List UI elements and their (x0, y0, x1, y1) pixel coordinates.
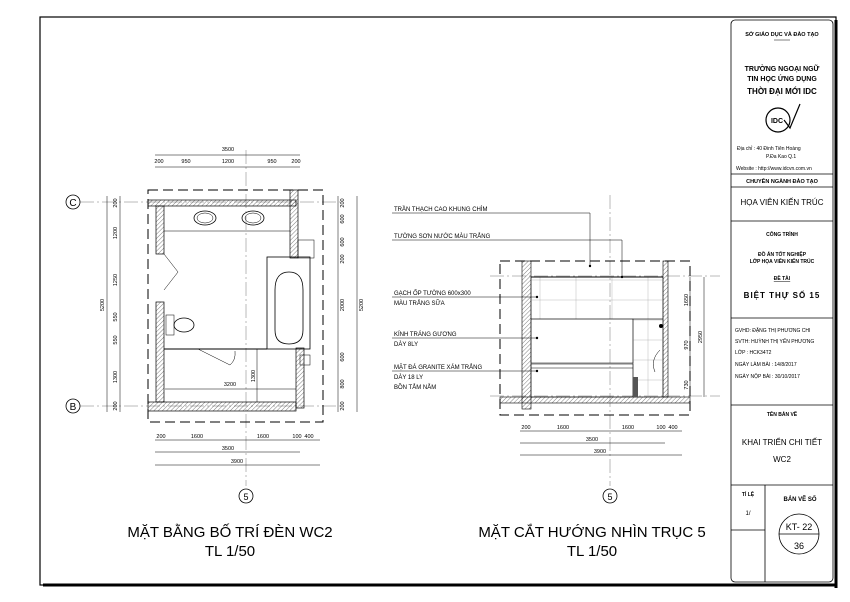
floor-plan: C B 5 (65, 147, 365, 560)
major-label: CHUYÊN NGÀNH ĐÀO TẠO (746, 177, 819, 185)
svg-text:200: 200 (291, 159, 300, 165)
topic: BIỆT THỰ SỐ 15 (744, 290, 821, 300)
svg-text:200: 200 (156, 434, 165, 440)
svg-text:600: 600 (340, 214, 346, 223)
start-date: NGÀY LÀM BÀI : 14/8/2017 (735, 361, 797, 368)
svg-text:400: 400 (304, 434, 313, 440)
school-line2: TIN HỌC ỨNG DỤNG (747, 74, 817, 83)
svg-text:1600: 1600 (257, 434, 269, 440)
svg-text:550: 550 (113, 312, 119, 321)
svg-text:100: 100 (656, 425, 665, 431)
svg-text:1300: 1300 (251, 370, 257, 382)
svg-text:2950: 2950 (698, 331, 704, 343)
project-line1: ĐỒ ÁN TỐT NGHIỆP (758, 250, 807, 258)
axis-marker-5-section: 5 (602, 488, 618, 504)
section-scale: TL 1/50 (567, 543, 617, 560)
department: SỞ GIÁO DỤC VÀ ĐÀO TẠO (745, 31, 819, 38)
axis-marker-b: B (65, 398, 81, 414)
svg-text:1600: 1600 (557, 425, 569, 431)
svg-text:950: 950 (181, 159, 190, 165)
svg-text:550: 550 (113, 335, 119, 344)
scale-value: 1/ (745, 511, 750, 517)
website: Website : http://www.idcvn.com.vn (736, 166, 812, 172)
svg-text:1200: 1200 (113, 227, 119, 239)
svg-text:200: 200 (154, 159, 163, 165)
drawing-name-line1: KHAI TRIỂN CHI TIẾT (742, 437, 822, 447)
svg-text:3200: 3200 (224, 382, 236, 388)
svg-text:800: 800 (340, 379, 346, 388)
note-granite-thickness: DÀY 18 LY (394, 374, 423, 381)
svg-text:200: 200 (113, 198, 119, 207)
svg-text:2000: 2000 (340, 299, 346, 311)
drawing-name-line2: WC2 (773, 455, 791, 464)
school-name: THỜI ĐẠI MỚI IDC (747, 87, 817, 96)
svg-text:IDC: IDC (771, 118, 783, 125)
instructor: GVHD: ĐẶNG THỊ PHƯƠNG CHI (735, 327, 810, 334)
drawing-name-label: TÊN BẢN VẼ (767, 410, 798, 418)
project-line2: LỚP HỌA VIÊN KIẾN TRÚC (750, 257, 815, 265)
sheet-code: KT- 22 (786, 522, 813, 532)
svg-text:3500: 3500 (586, 437, 598, 443)
address-line2: P.Đa Kao Q.1 (766, 154, 796, 160)
svg-text:5200: 5200 (359, 299, 365, 311)
sheet-number: 36 (794, 541, 804, 551)
section-title: MẶT CẮT HƯỚNG NHÌN TRỤC 5 (478, 523, 705, 541)
plan-scale: TL 1/50 (205, 543, 255, 560)
note-mirror: KÍNH TRÁNG GƯƠNG (394, 331, 457, 338)
topic-label: ĐỀ TÀI (774, 275, 791, 282)
project-label: CÔNG TRÌNH (766, 230, 798, 238)
svg-text:200: 200 (113, 401, 119, 410)
axis-marker-c: C (65, 194, 81, 210)
scale-label: TỈ LỆ (742, 490, 755, 498)
note-bathtub: BỒN TẮM NẰM (394, 383, 436, 391)
note-ceiling: TRẦN THẠCH CAO KHUNG CHÌM (394, 206, 488, 213)
school-line1: TRƯỜNG NGOẠI NGỮ (745, 64, 820, 73)
svg-text:5: 5 (607, 492, 612, 502)
svg-text:1600: 1600 (191, 434, 203, 440)
axis-marker-5: 5 (238, 488, 254, 504)
major: HỌA VIÊN KIẾN TRÚC (741, 197, 824, 207)
svg-text:1300: 1300 (113, 371, 119, 383)
note-wall-paint: TƯỜNG SƠN NƯỚC MÀU TRẮNG (394, 232, 491, 240)
section-view: TRẦN THẠCH CAO KHUNG CHÌM TƯỜNG SƠN NƯỚC… (392, 195, 720, 560)
svg-text:730: 730 (684, 380, 690, 389)
svg-text:200: 200 (521, 425, 530, 431)
note-wall-tile: GẠCH ỐP TƯỜNG 600x300 (394, 290, 471, 297)
sheet-label: BẢN VẼ SỐ (783, 496, 816, 503)
address-line1: Địa chỉ : 40 Đinh Tiên Hoàng (737, 145, 801, 152)
svg-text:3500: 3500 (222, 446, 234, 452)
submit-date: NGÀY NỘP BÀI : 30/10/2017 (735, 373, 800, 380)
note-tile-color: MÀU TRẮNG SỮA (394, 299, 445, 307)
idc-logo: IDC (765, 103, 801, 133)
svg-text:1600: 1600 (622, 425, 634, 431)
svg-text:3500: 3500 (222, 147, 234, 153)
svg-text:400: 400 (668, 425, 677, 431)
svg-text:600: 600 (340, 237, 346, 246)
svg-text:1650: 1650 (684, 294, 690, 306)
note-granite: MẶT ĐÁ GRANITE XÁM TRẮNG (394, 363, 482, 371)
svg-text:200: 200 (340, 198, 346, 207)
svg-text:3900: 3900 (231, 459, 243, 465)
title-block: SỞ GIÁO DỤC VÀ ĐÀO TẠO TRƯỜNG NGOẠI NGỮ … (730, 19, 834, 583)
svg-text:5200: 5200 (100, 299, 106, 311)
svg-text:970: 970 (684, 340, 690, 349)
class: LỚP : HCK34T2 (735, 349, 772, 356)
plan-title: MẶT BẰNG BỐ TRÍ ĐÈN WC2 (127, 523, 332, 541)
svg-text:1200: 1200 (222, 159, 234, 165)
svg-text:3900: 3900 (594, 449, 606, 455)
note-mirror-thickness: DÀY 8LY (394, 341, 418, 348)
student: SVTH: HUỲNH THỊ YẾN PHƯƠNG (735, 338, 814, 345)
svg-text:200: 200 (340, 401, 346, 410)
svg-text:950: 950 (267, 159, 276, 165)
svg-text:B: B (70, 402, 77, 413)
svg-text:200: 200 (340, 254, 346, 263)
svg-text:600: 600 (340, 352, 346, 361)
svg-text:5: 5 (243, 492, 248, 502)
svg-text:C: C (69, 198, 76, 209)
svg-text:1250: 1250 (113, 274, 119, 286)
svg-text:100: 100 (292, 434, 301, 440)
